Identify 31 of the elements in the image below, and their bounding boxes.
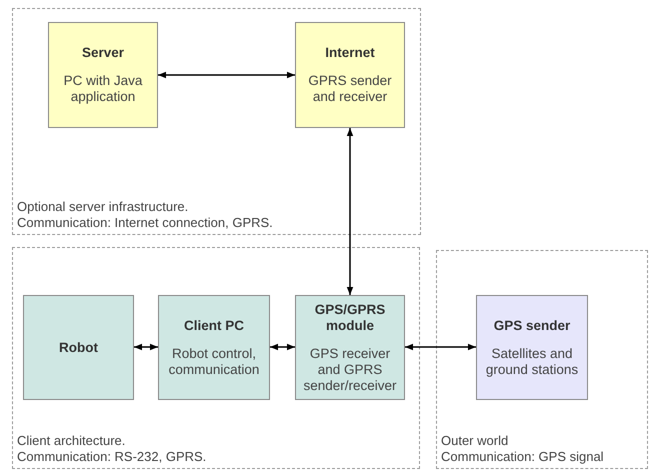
box-title: Server [82,45,124,61]
component-box [23,295,134,400]
connector-arrow [346,128,354,295]
group-frame [12,8,421,235]
group-caption: Client architecture. [17,433,126,449]
box-title: GPS sender [494,318,570,334]
group-caption: Communication: GPS signal [441,449,605,465]
box-title: Robot [59,340,98,356]
component-box [158,295,270,400]
box-title: GPS/GPRS module [314,302,386,334]
group-caption: Optional server infrastructure. [17,199,190,215]
group-frame [12,247,420,469]
connector-arrow [405,344,476,350]
component-box [295,22,405,128]
group-caption: Outer world [441,433,510,449]
box-title: Client PC [184,318,244,334]
connector-arrow [158,72,295,78]
box-description: GPRS sender and receiver [307,73,393,105]
component-box [48,22,158,128]
connector-arrow [134,344,158,350]
box-description: Robot control, communication [168,346,260,378]
group-caption: Communication: RS-232, GPRS. [17,449,208,465]
box-description: Satellites and ground stations [484,346,580,378]
group-frame [436,250,648,469]
box-description: PC with Java application [62,73,144,105]
component-box [295,295,405,400]
box-title: Internet [325,45,375,61]
connector-arrow [270,344,295,350]
box-description: GPS receiver and GPRS sender/receiver [302,346,398,394]
group-caption: Communication: Internet connection, GPRS. [17,215,274,231]
component-box [476,295,588,400]
